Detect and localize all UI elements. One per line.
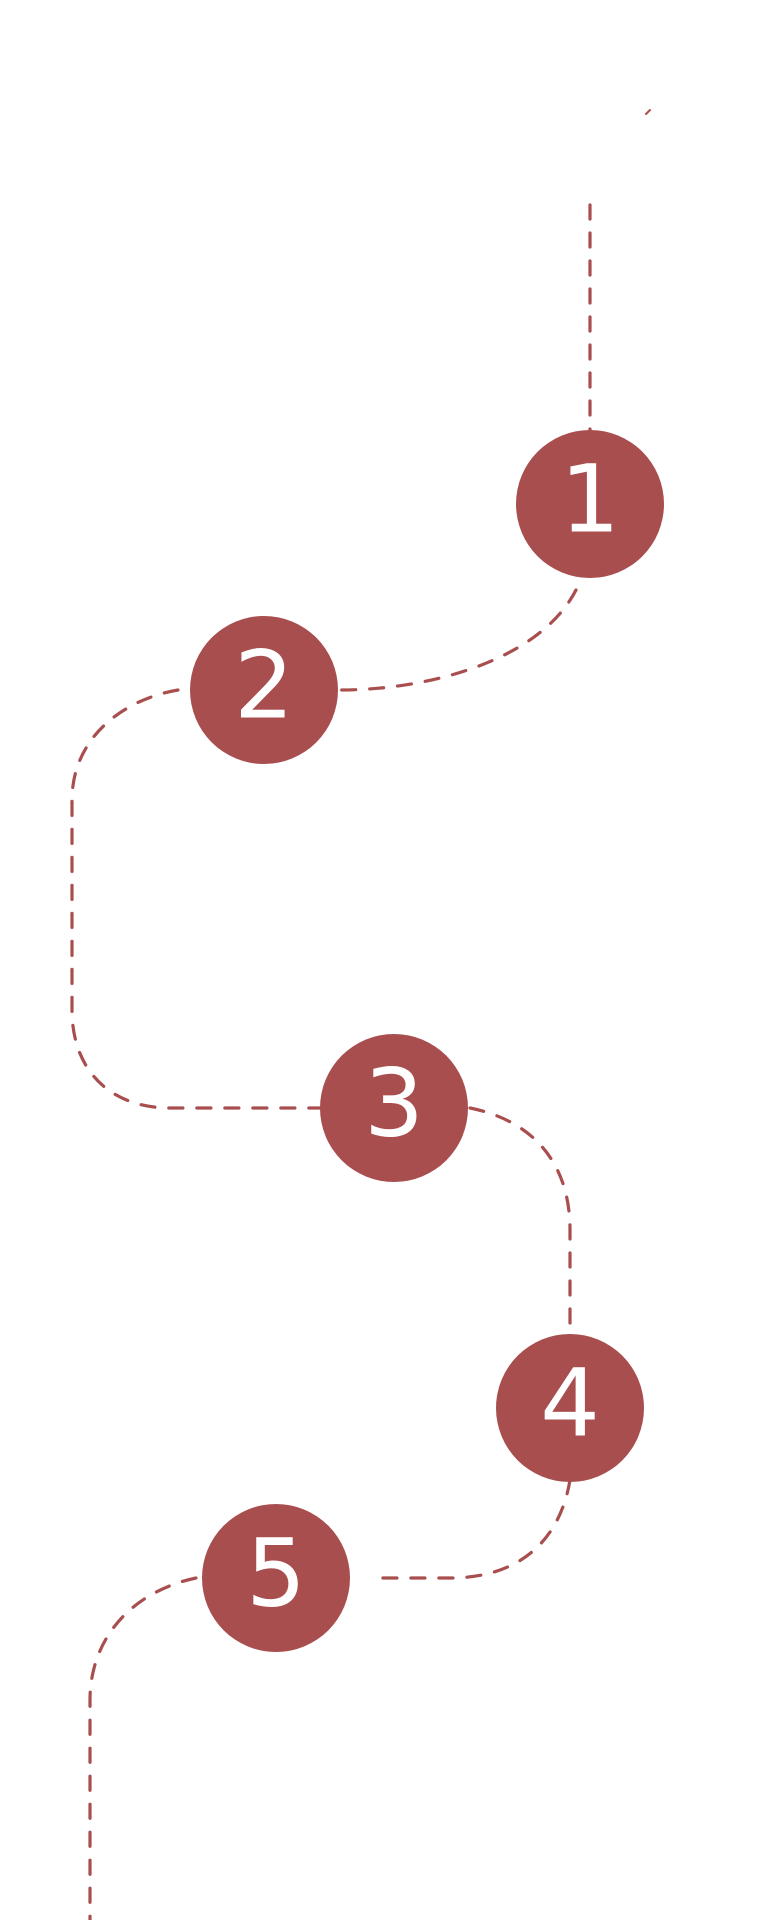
step-3-circle [320,1034,468,1182]
step-1-circle [516,430,664,578]
step-5-circle [202,1504,350,1652]
step-3-badge: 3 [320,1034,468,1182]
decorative-tick-mark [645,109,651,115]
step-5-badge: 5 [202,1504,350,1652]
path-segment-3-4 [468,1106,572,1332]
step-4-badge: 4 [496,1334,644,1482]
step-1-badge: 1 [516,430,664,578]
path-segment-end [88,1576,198,1920]
step-5-number: 5 [246,1520,306,1629]
path-segment-2-3 [70,688,322,1110]
step-2-badge: 2 [190,616,338,764]
step-2-circle [190,616,338,764]
step-2-number: 2 [234,632,294,741]
step-3-number: 3 [364,1050,424,1159]
step-4-circle [496,1334,644,1482]
step-4-number: 4 [540,1350,600,1459]
step-1-number: 1 [560,446,620,555]
path-segment-4-5 [368,1478,572,1580]
path-segment-1-2 [338,588,578,692]
